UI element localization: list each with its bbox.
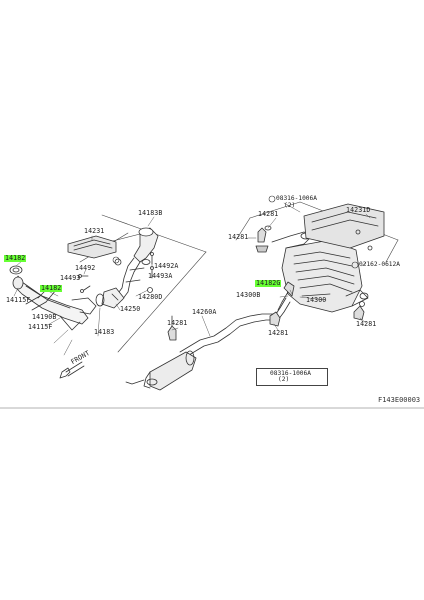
bolt-note-box-qty: (2) [278,376,290,383]
rubber-hangers [167,225,365,341]
studs-and-bolts [78,252,154,293]
part-label-14281-left: 14281 [228,233,249,241]
part-label-14115F-upper: 14115F [6,296,31,304]
bolt-note-box [256,368,328,386]
part-label-14493A: 14493A [148,272,173,280]
bolt-note-top-code: 08316-1006A [276,195,317,202]
front-exhaust-pipe [9,265,97,331]
part-label-14492A: 14492A [154,262,179,270]
part-label-14182G-right: 14182G [255,279,282,287]
part-label-14281-rear: 14281 [356,320,377,328]
part-label-14250: 14250 [120,305,141,313]
part-label-14493: 14493 [60,274,81,282]
part-label-14280D: 14280D [138,293,163,301]
part-label-14492: 14492 [75,264,96,272]
part-label-14281-top-left: 14281 [258,210,279,218]
bolt-note-top-qty: (2) [284,202,296,209]
part-label-14281-hanger: 14281 [268,329,289,337]
part-label-14281-center: 14281 [167,319,188,327]
heat-shield-front [67,235,117,259]
part-label-14183: 14183 [94,328,115,336]
leader-lines [13,202,371,356]
part-label-14183B: 14183B [138,209,163,217]
part-label-14231: 14231 [84,227,105,235]
part-label-14300: 14300 [306,296,327,304]
part-label-14190B: 14190B [32,313,57,321]
drawing-code: F143E00003 [378,396,421,404]
bolt-note-mid-code: 02162-0612A [359,261,400,268]
catalytic-converter-pipe [95,227,159,309]
front-direction-arrow [59,361,85,379]
heat-shield-rear [303,203,385,251]
center-pipe-resonator [125,287,297,391]
part-label-14231D: 14231D [346,206,371,214]
part-label-14182-left: 14182 [4,254,27,262]
part-label-14182-mid: 14182 [40,284,63,292]
part-label-14115F-lower: 14115F [28,323,53,331]
part-label-14300B: 14300B [236,291,261,299]
part-label-14260A: 14260A [192,308,217,316]
bolt-note-box-code: 08316-1006A [270,370,311,377]
